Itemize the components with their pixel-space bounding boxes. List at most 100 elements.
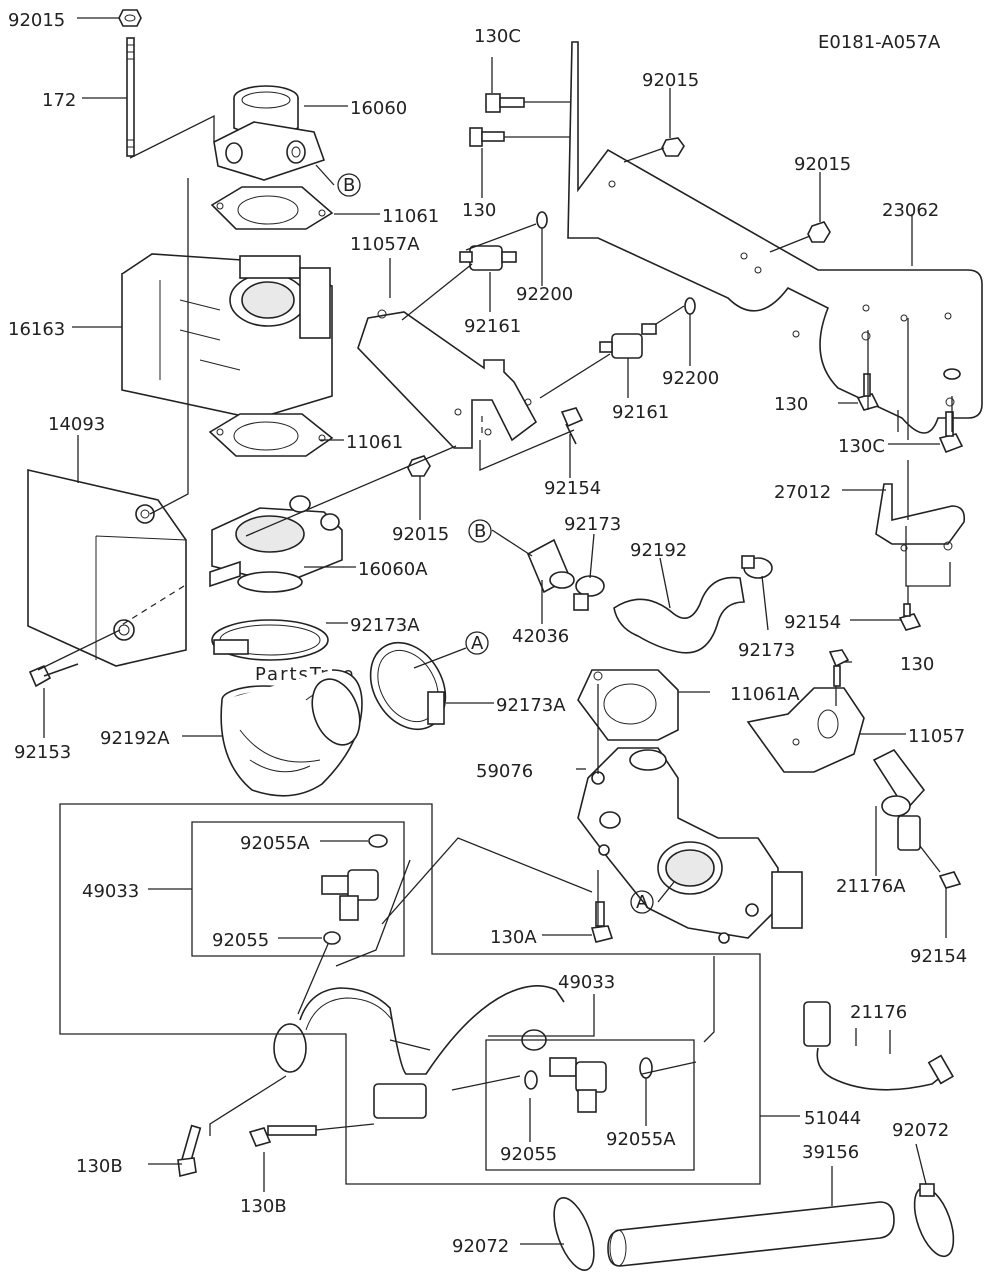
- callout-130B: 130B: [76, 1156, 123, 1177]
- part-gasket-11061-lower[interactable]: [208, 413, 334, 457]
- callout-92015: 92015: [392, 524, 449, 545]
- callout-21176: 21176: [850, 1002, 907, 1023]
- part-fuel-pipe-51044[interactable]: [273, 985, 565, 1119]
- callout-16060: 16060: [350, 98, 407, 119]
- part-bracket-27012[interactable]: [875, 483, 966, 552]
- part-bolt-130-right-lower[interactable]: [828, 649, 850, 687]
- callout-130A: 130A: [490, 927, 537, 948]
- part-bolt-92154-right-lower[interactable]: [938, 871, 962, 889]
- part-bolt-130B-left[interactable]: [177, 1124, 202, 1177]
- part-manifold-59076[interactable]: [577, 747, 803, 944]
- callout-130C: 130C: [838, 436, 885, 457]
- callout-49033: 49033: [558, 972, 615, 993]
- callout-14093: 14093: [48, 414, 105, 435]
- callout-11061: 11061: [346, 432, 403, 453]
- part-gasket-11061-upper[interactable]: [210, 186, 334, 230]
- callout-92055A: 92055A: [606, 1129, 676, 1150]
- part-clamp-92173-left[interactable]: [573, 575, 605, 611]
- svg-text:A: A: [471, 633, 484, 654]
- callout-92192A: 92192A: [100, 728, 170, 749]
- callout-130: 130: [900, 654, 934, 675]
- part-nut-92015-bracket-a[interactable]: [661, 137, 685, 157]
- part-bracket-11057A[interactable]: [357, 309, 538, 449]
- part-cover-14093[interactable]: [27, 468, 187, 667]
- part-nut-92015-top[interactable]: [118, 9, 142, 27]
- callout-92192: 92192: [630, 540, 687, 561]
- part-sensor-21176[interactable]: [803, 1001, 955, 1091]
- part-bolt-92153[interactable]: [28, 663, 79, 688]
- part-bolt-130-top[interactable]: [469, 127, 505, 147]
- part-bolt-92154-upper[interactable]: [560, 407, 584, 445]
- callout-51044: 51044: [804, 1108, 861, 1129]
- part-bolt-130A[interactable]: [590, 901, 614, 943]
- callout-130C: 130C: [474, 26, 521, 47]
- callout-92055: 92055: [212, 930, 269, 951]
- callout-92154: 92154: [544, 478, 601, 499]
- part-injector-49033-right[interactable]: [549, 1057, 607, 1113]
- callout-59076: 59076: [476, 761, 533, 782]
- callout-92055A: 92055A: [240, 833, 310, 854]
- ref-circle-a-manifold: A: [630, 890, 654, 914]
- callout-92015: 92015: [8, 10, 65, 31]
- part-throttle-body-16163[interactable]: [121, 253, 333, 421]
- part-duct-92192A[interactable]: [220, 669, 368, 797]
- part-washer-92200-lower[interactable]: [684, 297, 696, 315]
- callout-92153: 92153: [14, 742, 71, 763]
- part-gasket-11061A[interactable]: [577, 669, 679, 741]
- callout-92161: 92161: [612, 402, 669, 423]
- callout-16060A: 16060A: [358, 559, 428, 580]
- callout-92200: 92200: [662, 368, 719, 389]
- callout-11057: 11057: [908, 726, 965, 747]
- part-clamp-92173-right[interactable]: [741, 555, 773, 579]
- part-damper-92161-lower[interactable]: [599, 323, 657, 359]
- callout-92015: 92015: [642, 70, 699, 91]
- callout-labels: 92015 172 16060 11061 16163 14093 11061 …: [8, 10, 967, 1257]
- callout-92154: 92154: [784, 612, 841, 633]
- callout-92015: 92015: [794, 154, 851, 175]
- part-hose-92192[interactable]: [613, 576, 745, 654]
- svg-text:B: B: [343, 175, 355, 196]
- part-adapter-16060[interactable]: [213, 85, 326, 181]
- part-bolt-92154-right-mid[interactable]: [898, 603, 922, 631]
- part-clamp-92173A-right[interactable]: [356, 629, 461, 743]
- part-bolt-130C-top[interactable]: [485, 93, 525, 113]
- callout-49033: 49033: [82, 881, 139, 902]
- part-nut-92015-lower[interactable]: [407, 455, 431, 477]
- part-washer-92200-upper[interactable]: [536, 211, 548, 229]
- ref-circle-a-clamp: A: [465, 631, 489, 655]
- part-clamp-92072-left[interactable]: [546, 1193, 602, 1275]
- part-oring-92055A-right[interactable]: [639, 1057, 653, 1079]
- ref-circle-b-upper: B: [337, 173, 361, 197]
- callout-21176A: 21176A: [836, 876, 906, 897]
- callout-92072: 92072: [892, 1120, 949, 1141]
- part-oring-92055A-left[interactable]: [368, 834, 388, 848]
- callout-130B: 130B: [240, 1196, 287, 1217]
- part-injector-49033-left[interactable]: [321, 869, 379, 921]
- group-frame-injector-right: [485, 1039, 695, 1171]
- callout-92055: 92055: [500, 1144, 557, 1165]
- ref-circle-b-lower: B: [468, 519, 492, 543]
- callout-11057A: 11057A: [350, 234, 420, 255]
- diagram-code: E0181-A057A: [818, 32, 941, 53]
- part-pipe-42036[interactable]: [526, 538, 575, 594]
- callout-92173A: 92173A: [350, 615, 420, 636]
- part-sensor-21176A[interactable]: [872, 748, 926, 851]
- part-bolt-130B-right[interactable]: [248, 1125, 317, 1147]
- leader-lines: [37, 17, 953, 1245]
- part-oring-92055-right[interactable]: [524, 1070, 538, 1090]
- callout-11061: 11061: [382, 206, 439, 227]
- callout-11061A: 11061A: [730, 684, 800, 705]
- part-bracket-23062[interactable]: [567, 41, 983, 434]
- part-damper-92161-upper[interactable]: [459, 245, 517, 271]
- part-clamp-92173A-left[interactable]: [211, 619, 329, 661]
- part-nut-92015-bracket-b[interactable]: [807, 221, 831, 243]
- part-bolt-130C-right[interactable]: [938, 411, 964, 454]
- part-oring-92055-left[interactable]: [323, 931, 341, 945]
- part-tube-39156[interactable]: [607, 1201, 895, 1267]
- part-clamp-92072-right[interactable]: [907, 1183, 962, 1262]
- part-bracket-11057[interactable]: [746, 687, 865, 773]
- part-stud-172[interactable]: [126, 37, 135, 157]
- part-adapter-16060A[interactable]: [209, 495, 343, 593]
